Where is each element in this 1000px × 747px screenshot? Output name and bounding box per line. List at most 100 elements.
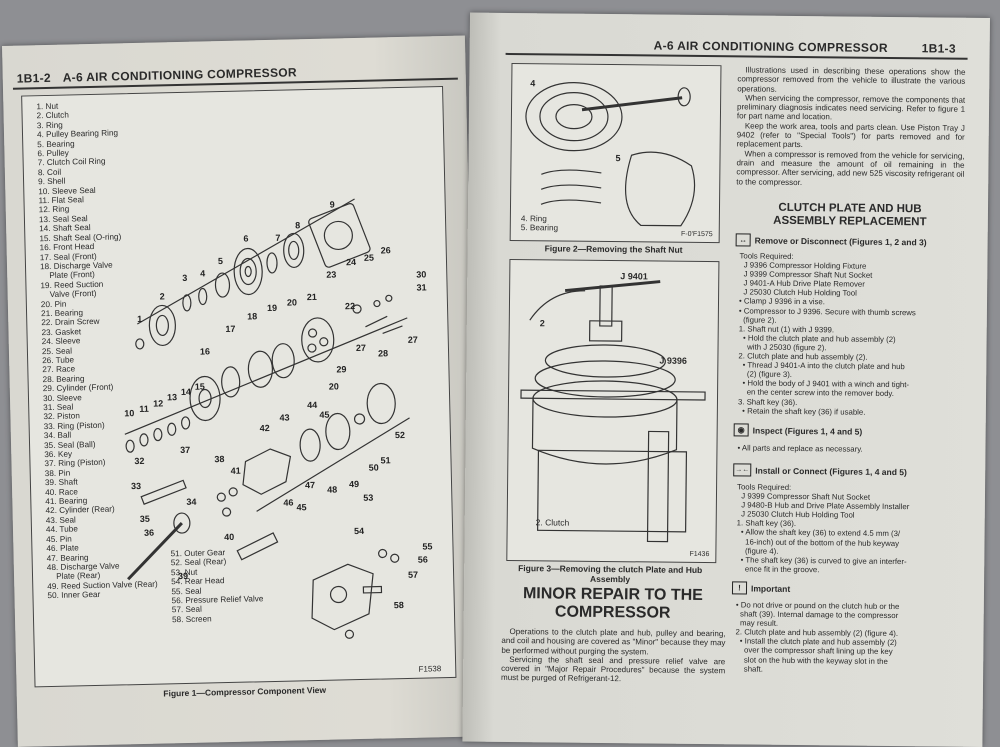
minor-repair-body: Operations to the clutch plate and hub, … — [501, 627, 726, 685]
svg-text:21: 21 — [307, 292, 317, 302]
svg-text:25: 25 — [364, 253, 374, 263]
left-page-number: 1B1-2 — [16, 70, 52, 86]
svg-text:17: 17 — [225, 324, 235, 334]
svg-text:45: 45 — [319, 410, 329, 420]
svg-text:23: 23 — [326, 269, 336, 279]
svg-text:27: 27 — [408, 335, 418, 345]
svg-text:55: 55 — [422, 541, 432, 551]
svg-text:26: 26 — [381, 245, 391, 255]
install-steps: Tools Required: J 9399 Compressor Shaft … — [736, 482, 910, 575]
important-section-heading: ! Important — [731, 581, 791, 595]
figure-2-legend-item: 5. Bearing — [520, 223, 559, 233]
svg-text:1: 1 — [137, 314, 142, 324]
figure-2-legend-item: 4. Ring — [520, 214, 547, 224]
intro-p3: Keep the work area, tools and parts clea… — [736, 121, 965, 150]
svg-text:46: 46 — [283, 498, 293, 508]
svg-text:50: 50 — [369, 463, 379, 473]
svg-text:52: 52 — [395, 430, 405, 440]
right-header-rule — [505, 52, 968, 60]
svg-text:8: 8 — [295, 220, 300, 230]
remove-step: • Retain the shaft key (36) if usable. — [737, 405, 866, 417]
figure-3-caption: Figure 3—Removing the clutch Plate and H… — [506, 563, 714, 585]
svg-text:57: 57 — [408, 570, 418, 580]
intro-p1: Illustrations used in describing these o… — [737, 65, 966, 94]
svg-text:38: 38 — [214, 454, 224, 464]
intro-p2: When servicing the compressor, remove th… — [736, 93, 966, 122]
svg-text:6: 6 — [243, 233, 248, 243]
svg-text:24: 24 — [346, 257, 356, 267]
left-page: 1B1-2 A-6 AIR CONDITIONING COMPRESSOR 1.… — [2, 35, 481, 747]
svg-text:53: 53 — [363, 493, 373, 503]
svg-text:20: 20 — [287, 297, 297, 307]
svg-text:5: 5 — [218, 256, 223, 266]
svg-text:15: 15 — [195, 381, 205, 391]
svg-text:5: 5 — [615, 153, 620, 163]
minor-repair-heading-line1: MINOR REPAIR TO THE — [522, 585, 703, 605]
svg-text:7: 7 — [275, 233, 280, 243]
svg-text:35: 35 — [140, 514, 150, 524]
svg-text:31: 31 — [416, 282, 426, 292]
svg-text:58: 58 — [394, 600, 404, 610]
svg-text:45: 45 — [296, 502, 306, 512]
inspect-heading-text: Inspect (Figures 1, 4 and 5) — [752, 425, 863, 437]
svg-text:56: 56 — [418, 554, 428, 564]
svg-text:20: 20 — [329, 381, 339, 391]
minor-repair-heading-line2: COMPRESSOR — [554, 603, 671, 622]
figure-3-legend: 2. Clutch — [535, 517, 570, 528]
remove-heading-text: Remove or Disconnect (Figures 1, 2 and 3… — [754, 235, 927, 247]
minor-repair-heading: MINOR REPAIR TO THE COMPRESSOR — [500, 585, 726, 623]
svg-text:42: 42 — [260, 423, 270, 433]
svg-text:2: 2 — [160, 291, 165, 301]
figure-1-code: F1538 — [418, 664, 442, 674]
svg-text:39: 39 — [178, 571, 188, 581]
minor-repair-p2: Servicing the shaft seal and pressure re… — [501, 654, 726, 684]
install-step: ence fit in the groove. — [736, 564, 820, 575]
important-heading-text: Important — [750, 583, 791, 594]
remove-disconnect-icon: ↔ — [735, 233, 751, 247]
minor-repair-p1: Operations to the clutch plate and hub, … — [501, 627, 726, 657]
svg-text:14: 14 — [181, 387, 191, 397]
svg-text:27: 27 — [356, 343, 366, 353]
figure-2-caption: Figure 2—Removing the Shaft Nut — [544, 243, 683, 255]
figure-2-code: F-0'F1575 — [680, 230, 713, 239]
tool-j9401-label: J 9401 — [620, 271, 648, 282]
svg-text:41: 41 — [231, 466, 241, 476]
svg-text:12: 12 — [153, 398, 163, 408]
right-page-number: 1B1-3 — [921, 41, 956, 56]
intro-text: Illustrations used in describing these o… — [736, 65, 965, 188]
svg-text:33: 33 — [131, 481, 141, 491]
install-connect-icon: →← — [733, 463, 752, 477]
svg-text:29: 29 — [336, 364, 346, 374]
svg-text:16: 16 — [200, 346, 210, 356]
svg-text:43: 43 — [279, 413, 289, 423]
svg-text:47: 47 — [305, 480, 315, 490]
svg-text:10: 10 — [124, 408, 134, 418]
important-steps: • Do not drive or pound on the clutch hu… — [735, 600, 900, 674]
svg-text:32: 32 — [134, 456, 144, 466]
callout-2: 2 — [539, 318, 545, 329]
svg-text:22: 22 — [345, 301, 355, 311]
inspect-section-heading: ◉ Inspect (Figures 1, 4 and 5) — [733, 423, 863, 437]
remove-steps: Tools Required: J 9396 Compressor Holdin… — [738, 251, 917, 417]
remove-section-heading: ↔ Remove or Disconnect (Figures 1, 2 and… — [735, 233, 927, 248]
install-heading-text: Install or Connect (Figures 1, 4 and 5) — [755, 465, 907, 477]
figure-3-frame: J 9401 J 9396 2 2. Clutch F1436 — [506, 258, 720, 564]
svg-text:48: 48 — [327, 485, 337, 495]
svg-text:28: 28 — [378, 348, 388, 358]
clutch-plate-removal-drawing — [520, 280, 706, 543]
important-step: shaft. — [735, 664, 763, 674]
figure-3-code: F1436 — [689, 550, 710, 559]
svg-text:30: 30 — [416, 269, 426, 279]
svg-text:11: 11 — [139, 404, 149, 414]
inspect-eye-icon: ◉ — [733, 423, 749, 437]
svg-text:18: 18 — [247, 311, 257, 321]
svg-text:34: 34 — [186, 497, 196, 507]
inspect-steps: • All parts and replace as necessary. — [737, 443, 862, 453]
inspect-step: • All parts and replace as necessary. — [737, 443, 863, 454]
clutch-plate-heading: CLUTCH PLATE AND HUB ASSEMBLY REPLACEMEN… — [736, 201, 964, 229]
svg-text:13: 13 — [167, 392, 177, 402]
